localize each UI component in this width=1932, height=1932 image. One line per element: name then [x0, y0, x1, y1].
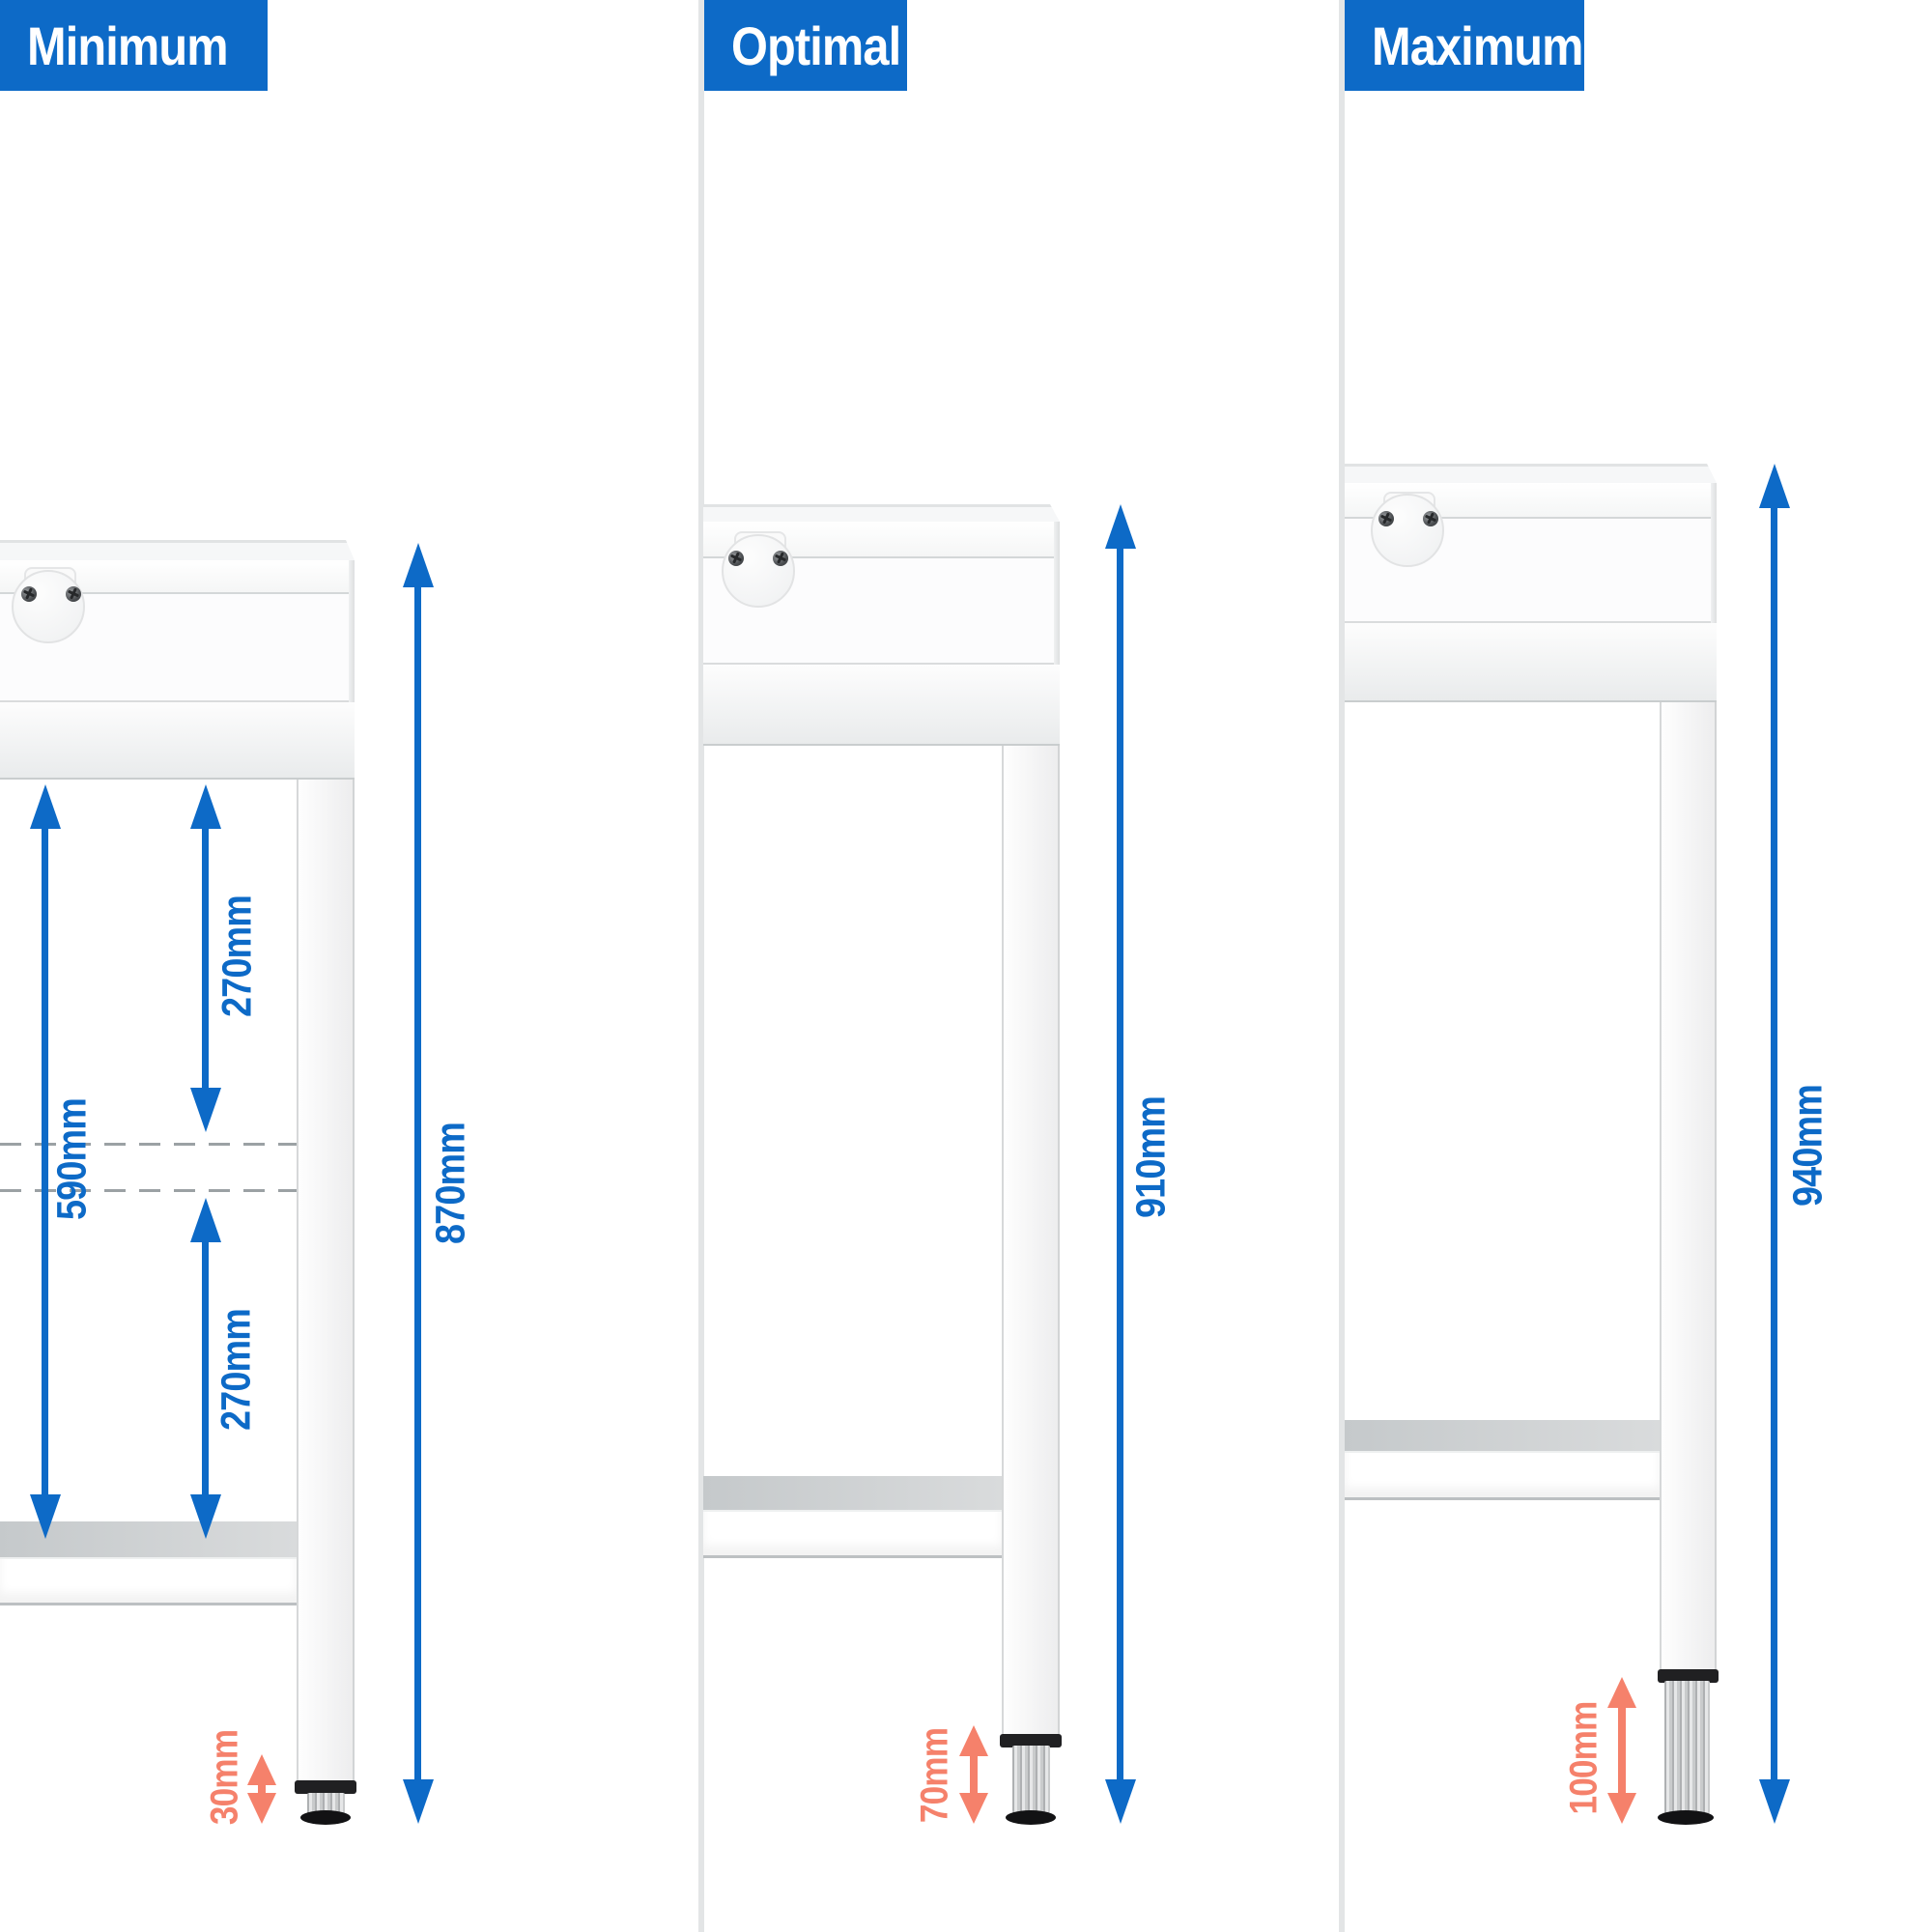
bottom-shelf-edge	[1345, 1451, 1660, 1500]
panel-optimal-header: Optimal	[704, 0, 907, 91]
adjustable-foot	[1012, 1746, 1050, 1815]
bracket-screw-icon	[1378, 511, 1394, 526]
foot-adjust-label: 100mm	[1562, 1701, 1605, 1815]
foot-adjust-label: 30mm	[203, 1729, 246, 1826]
foot-base	[300, 1810, 351, 1825]
arrow-down-icon	[1607, 1793, 1636, 1824]
tabletop-surface	[0, 540, 355, 560]
lower-gap-label: 270mm	[213, 1308, 260, 1432]
table-leg	[1660, 702, 1717, 1669]
overall-height-arrow	[1105, 504, 1136, 1824]
table-upper-rail	[703, 665, 1060, 746]
arrow-down-icon	[403, 1779, 434, 1824]
arrow-down-icon	[30, 1494, 61, 1539]
overall-height-label: 870mm	[427, 1122, 474, 1245]
overall-height-arrow	[1759, 464, 1790, 1824]
bottom-shelf-edge	[0, 1557, 297, 1605]
table-right-edge	[349, 560, 355, 702]
overall-height-label: 940mm	[1784, 1084, 1832, 1208]
panel-divider-right	[1339, 0, 1345, 1932]
upper-gap-arrow	[190, 784, 221, 1132]
arrow-up-icon	[403, 543, 434, 587]
bottom-shelf-surface	[703, 1476, 1002, 1510]
adjustable-foot	[1664, 1681, 1710, 1816]
table-right-edge	[1711, 483, 1717, 623]
arrow-down-icon	[190, 1494, 221, 1539]
bracket-screw-icon	[773, 551, 788, 566]
arrow-down-icon	[1105, 1779, 1136, 1824]
foot-collar	[1658, 1669, 1719, 1683]
mounting-bracket	[722, 534, 795, 608]
panel-maximum-title: Maximum	[1372, 14, 1583, 76]
bracket-screw-icon	[66, 586, 81, 602]
foot-base	[1006, 1810, 1056, 1825]
foot-adjust-label: 70mm	[913, 1727, 956, 1824]
table-upper-rail	[0, 702, 355, 780]
table-upper-rail	[1345, 623, 1717, 702]
table-right-edge	[1054, 522, 1060, 665]
foot-collar	[1000, 1734, 1062, 1747]
mounting-bracket	[12, 570, 85, 643]
tabletop-surface	[703, 504, 1060, 522]
arrow-up-icon	[190, 1198, 221, 1242]
arrow-up-icon	[190, 784, 221, 829]
arrow-up-icon	[1759, 464, 1790, 508]
panel-minimum-title: Minimum	[27, 14, 229, 76]
overall-height-arrow	[403, 543, 434, 1824]
arrow-down-icon	[247, 1793, 276, 1824]
table-leg	[1002, 746, 1060, 1734]
panel-divider-left	[698, 0, 704, 1932]
panel-minimum-header: Minimum	[0, 0, 268, 91]
interior-height-arrow	[30, 784, 61, 1539]
bracket-screw-icon	[21, 586, 37, 602]
overall-height-label: 910mm	[1127, 1095, 1175, 1219]
upper-gap-label: 270mm	[213, 895, 261, 1018]
bracket-screw-icon	[1423, 511, 1438, 526]
bottom-shelf-edge	[703, 1510, 1002, 1558]
panel-optimal-title: Optimal	[731, 14, 901, 76]
arrow-down-icon	[190, 1088, 221, 1132]
panel-maximum-header: Maximum	[1345, 0, 1584, 91]
foot-adjust-arrow	[959, 1725, 988, 1824]
arrow-up-icon	[1105, 504, 1136, 549]
arrow-down-icon	[1759, 1779, 1790, 1824]
shelf-position-dashed-line	[0, 1143, 297, 1146]
table-leg	[297, 780, 355, 1780]
tabletop-surface	[1345, 464, 1717, 483]
foot-base	[1658, 1810, 1714, 1825]
bottom-shelf-surface	[1345, 1420, 1660, 1451]
arrow-up-icon	[30, 784, 61, 829]
arrow-down-icon	[959, 1793, 988, 1824]
shelf-position-dashed-line	[0, 1189, 297, 1192]
mounting-bracket	[1371, 494, 1444, 567]
foot-adjust-arrow	[247, 1754, 276, 1824]
foot-adjust-arrow	[1607, 1677, 1636, 1824]
foot-collar	[295, 1780, 356, 1794]
lower-gap-arrow	[190, 1198, 221, 1539]
interior-height-label: 590mm	[48, 1097, 96, 1221]
bracket-screw-icon	[728, 551, 744, 566]
